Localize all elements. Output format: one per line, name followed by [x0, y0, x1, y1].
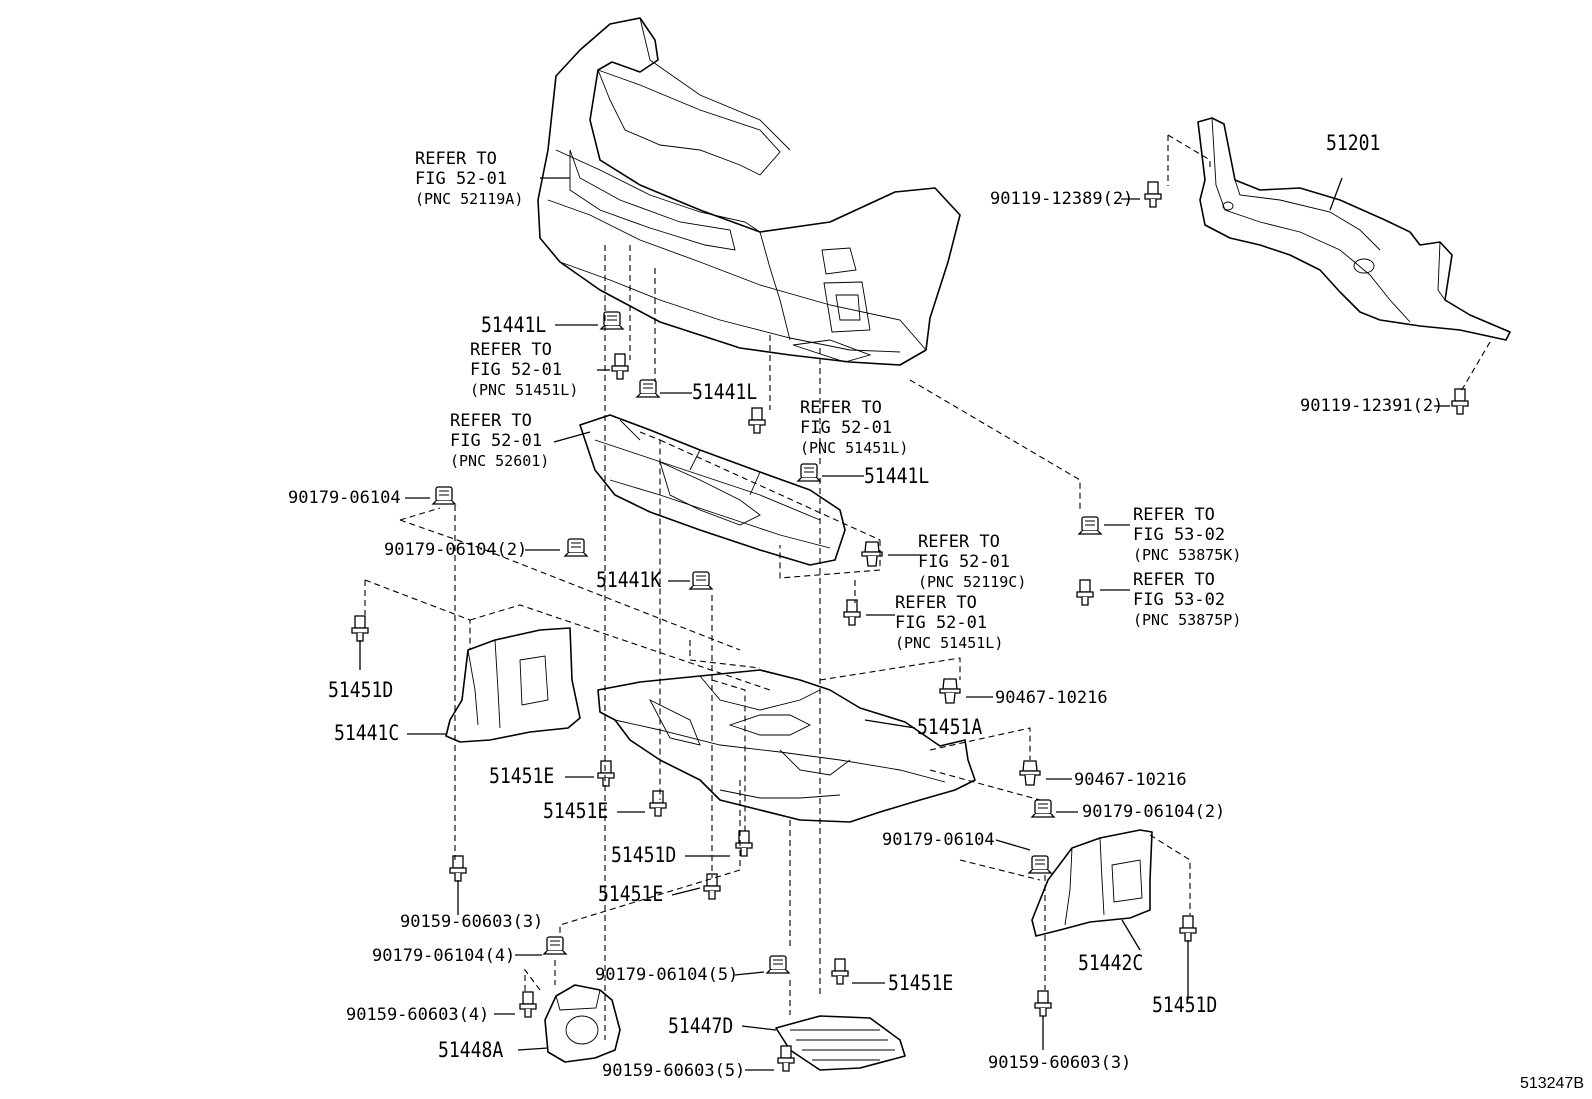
part-90179-06104: 90179-06104: [882, 830, 995, 850]
refer-to-fig-51451l: REFER TO FIG 52-01 (PNC 51451L): [800, 398, 909, 457]
refer-to-fig-53875k: REFER TO FIG 53-02 (PNC 53875K): [1133, 505, 1242, 564]
upper-shield: [579, 414, 846, 566]
part-51451E: 51451E: [888, 971, 954, 995]
part-90179-06104-4: 90179-06104(4): [372, 946, 516, 966]
part-51442C: 51442C: [1078, 951, 1144, 975]
refer-to-fig-51451l: REFER TO FIG 52-01 (PNC 51451L): [895, 593, 1004, 652]
part-51451D: 51451D: [1152, 993, 1218, 1017]
part-90159-60603-4: 90159-60603(4): [346, 1005, 490, 1025]
part-51451A: 51451A: [917, 715, 983, 739]
part-90179-06104: 90179-06104: [288, 488, 401, 508]
crossmember-51201: [1197, 117, 1511, 341]
cover-51447d: [775, 1015, 906, 1071]
front-bumper-cover: [537, 17, 961, 366]
refer-to-fig-52601: REFER TO FIG 52-01 (PNC 52601): [450, 411, 550, 470]
part-90159-60603-5: 90159-60603(5): [602, 1061, 746, 1081]
part-90179-06104-2: 90179-06104(2): [1082, 802, 1226, 822]
part-51451D: 51451D: [611, 843, 677, 867]
refer-to-fig-52119c: REFER TO FIG 52-01 (PNC 52119C): [918, 532, 1027, 591]
part-51441C: 51441C: [334, 721, 400, 745]
part-90467-10216: 90467-10216: [995, 688, 1108, 708]
part-51441L: 51441L: [481, 313, 547, 337]
part-90467-10216: 90467-10216: [1074, 770, 1187, 790]
refer-to-fig-53875p: REFER TO FIG 53-02 (PNC 53875P): [1133, 570, 1242, 629]
part-51451E: 51451E: [543, 799, 609, 823]
part-51451D: 51451D: [328, 678, 394, 702]
part-90159-60603-3: 90159-60603(3): [988, 1053, 1132, 1073]
part-90179-06104-5: 90179-06104(5): [595, 965, 739, 985]
part-90119-12389: 90119-12389(2): [990, 189, 1134, 209]
refer-to-fig-52119a: REFER TO FIG 52-01 (PNC 52119A): [415, 149, 524, 208]
part-51447D: 51447D: [668, 1014, 734, 1038]
right-side-shield: [1031, 829, 1153, 937]
part-90119-12391: 90119-12391(2): [1300, 396, 1444, 416]
figure-number: 513247B: [1519, 1075, 1584, 1092]
left-side-shield: [445, 627, 581, 743]
leader-lines: [359, 177, 1450, 1071]
part-51451E: 51451E: [489, 764, 555, 788]
part-90159-60603-3: 90159-60603(3): [400, 912, 544, 932]
part-51441L: 51441L: [692, 380, 758, 404]
part-51201: 51201: [1326, 131, 1381, 155]
refer-to-fig-51451l: REFER TO FIG 52-01 (PNC 51451L): [470, 340, 579, 399]
part-51441L: 51441L: [864, 464, 930, 488]
assembly-lines: [364, 134, 1491, 1040]
part-51448A: 51448A: [438, 1038, 504, 1062]
part-51441K: 51441K: [596, 568, 662, 592]
part-51451E: 51451E: [598, 882, 664, 906]
part-90179-06104-2: 90179-06104(2): [384, 540, 528, 560]
bracket-51448a: [544, 984, 621, 1063]
